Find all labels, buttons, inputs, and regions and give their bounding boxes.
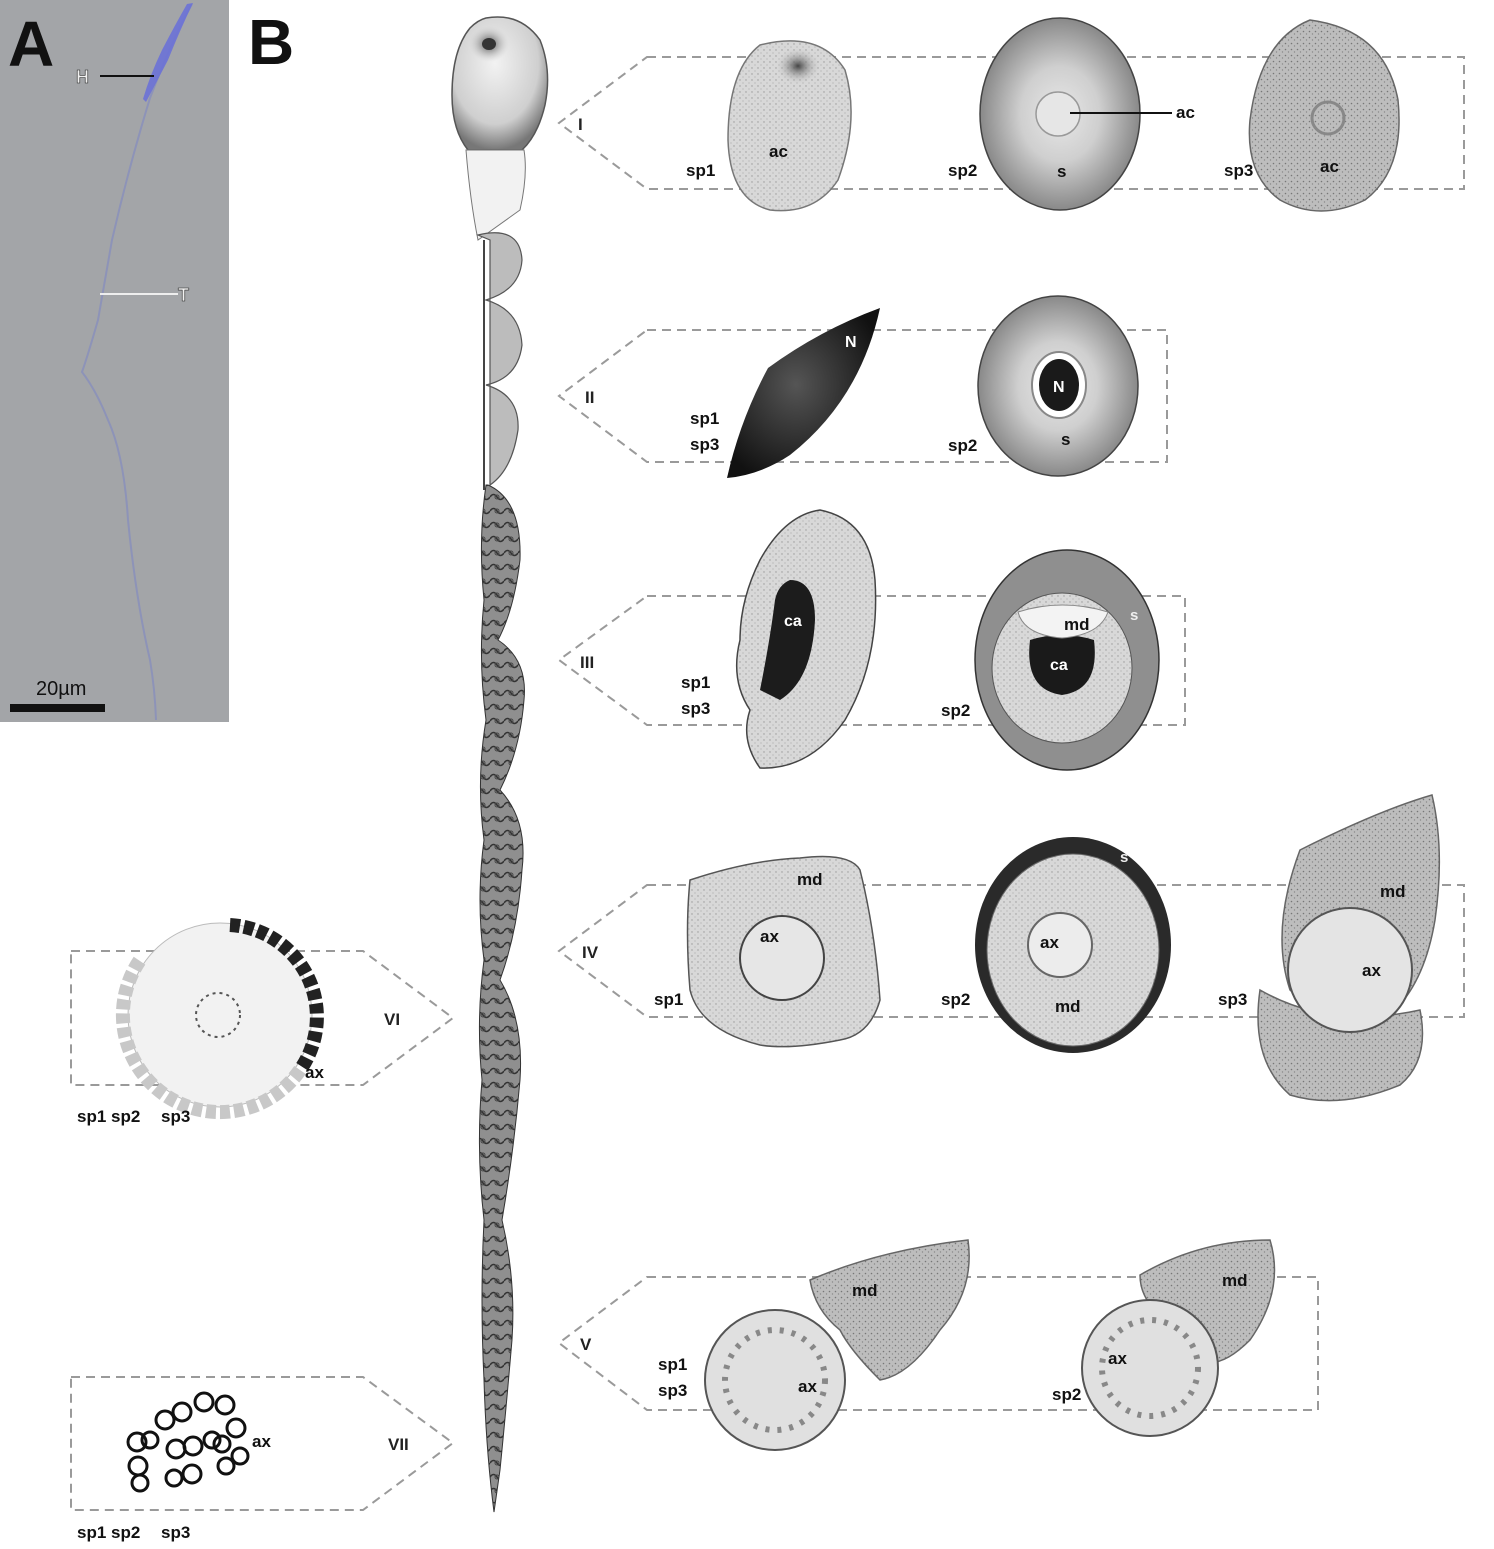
section-i-sp2-ac-label: ac	[1176, 103, 1195, 122]
head-label: H	[76, 67, 89, 87]
section-vii-sp1-sp2-label: sp1 sp2	[77, 1523, 140, 1542]
section-iii-sp2-mitochondria	[1017, 604, 1109, 639]
section-iv-sp2-label: sp2	[941, 990, 970, 1009]
section-iv-label: IV	[582, 943, 599, 962]
section-iv-sp1-label: sp1	[654, 990, 683, 1009]
tail-label: T	[178, 285, 189, 305]
section-i-sp2-s-label: s	[1057, 162, 1066, 181]
section-i-sp3-ac-label: ac	[1320, 157, 1339, 176]
section-vii-sp3-label: sp3	[161, 1523, 190, 1542]
micrograph-background	[0, 0, 229, 722]
panel-a-micrograph: A H T 20µm	[0, 0, 229, 722]
section-v-sp2-md-label: md	[1222, 1271, 1248, 1290]
section-ii-sp2-n-label: N	[1053, 379, 1065, 396]
section-vii-label: VII	[388, 1435, 409, 1454]
section-vi-central-pair	[195, 992, 241, 1038]
section-ii-sp1-label: sp1	[690, 409, 719, 428]
section-ii-sp1-nucleus	[727, 308, 880, 478]
section-v-sp1-md	[809, 1239, 970, 1381]
section-ii: II N sp1 sp3 N sp2 s	[557, 295, 1168, 478]
section-iv-sp1-ax-label: ax	[760, 927, 779, 946]
section-v-sp2-label: sp2	[1052, 1385, 1081, 1404]
section-i-sp2-label: sp2	[948, 161, 977, 180]
section-ii-sp2-label: sp2	[948, 436, 977, 455]
section-i-sp3-profile	[1248, 19, 1400, 212]
section-iii-sp3-label: sp3	[681, 699, 710, 718]
section-iv-sp1-axoneme	[739, 915, 825, 1001]
section-iv: IV md ax sp1 s ax sp2 md md sp3 ax	[557, 794, 1465, 1102]
section-iii-sp2-label: sp2	[941, 701, 970, 720]
section-iii-sp1-label: sp1	[681, 673, 710, 692]
section-v: V md sp1 sp3 ax md ax sp2	[557, 1239, 1319, 1451]
section-i-sp1-ac-label: ac	[769, 142, 788, 161]
section-ii-sp2-nucleus	[1039, 359, 1079, 411]
section-iii: III ca sp1 sp3 md s ca sp2	[557, 509, 1186, 771]
section-iv-sp3-ax-label: ax	[1362, 961, 1381, 980]
section-v-sp1-ax-label: ax	[798, 1377, 817, 1396]
section-v-sp1-doublets	[722, 1327, 828, 1433]
section-vi: VI ax sp1 sp2 sp3	[70, 918, 455, 1126]
section-iv-sp3-label: sp3	[1218, 990, 1247, 1009]
section-vi-frame	[70, 950, 455, 1086]
section-iii-frame	[557, 595, 1186, 726]
section-i-sp1-profile	[727, 40, 852, 212]
sperm-head-trace	[143, 3, 193, 102]
section-ii-sp2-s-label: s	[1061, 430, 1070, 449]
section-i-sp3-acrosome	[1310, 100, 1346, 136]
section-i-sp3-label: sp3	[1224, 161, 1253, 180]
section-i-sp1-acrosome	[776, 48, 820, 84]
section-iv-sp2-s-label: s	[1120, 849, 1128, 866]
section-vii: VII ax sp1 sp2 sp3	[70, 1376, 455, 1542]
section-vi-doublets-faint	[115, 956, 306, 1120]
section-ii-sp3-label: sp3	[690, 435, 719, 454]
section-iv-sp3-md-label: md	[1380, 882, 1406, 901]
section-vii-frame	[70, 1376, 455, 1511]
nucleus-base	[465, 149, 526, 241]
section-vi-doublets-dark	[229, 918, 324, 1075]
sperm-tail-trace	[80, 3, 193, 721]
scale-bar	[10, 704, 105, 712]
section-v-sp2-ax-label: ax	[1108, 1349, 1127, 1368]
section-iii-label: III	[580, 653, 594, 672]
section-vi-ax-label: ax	[305, 1063, 324, 1082]
section-v-sp1-label: sp1	[658, 1355, 687, 1374]
section-iii-sp1-canal	[760, 580, 815, 700]
section-i-label: I	[578, 115, 583, 134]
section-v-sp3-label: sp3	[658, 1381, 687, 1400]
panel-b-letter: B	[248, 6, 294, 78]
section-vii-ax-label: ax	[252, 1432, 271, 1451]
section-iii-sp1-ca-label: ca	[784, 613, 802, 630]
section-i-sp1-label: sp1	[686, 161, 715, 180]
section-iii-sp2-s-label: s	[1130, 607, 1138, 624]
section-iv-sp2-ax-label: ax	[1040, 933, 1059, 952]
section-iv-sp3-axoneme	[1287, 907, 1413, 1033]
sperm-drawing	[451, 16, 549, 1513]
midpiece-helix	[476, 232, 523, 487]
section-iv-sp2-md-label: md	[1055, 997, 1081, 1016]
acrosome-core	[482, 38, 496, 50]
section-vii-doublets	[126, 1391, 250, 1493]
section-ii-sp1-n-label: N	[845, 334, 857, 351]
section-v-sp2-doublets	[1099, 1317, 1201, 1419]
section-iv-sp1-md-label: md	[797, 870, 823, 889]
panel-a-letter: A	[8, 8, 54, 80]
section-i: I sp1 ac sp2 s ac sp3 ac	[557, 17, 1465, 212]
section-v-label: V	[580, 1335, 592, 1354]
scale-bar-label: 20µm	[36, 678, 86, 700]
section-v-sp1-md-label: md	[852, 1281, 878, 1300]
section-iii-sp2-canal	[1029, 635, 1095, 695]
section-ii-label: II	[585, 388, 594, 407]
section-vi-label: VI	[384, 1010, 400, 1029]
section-vi-sp1-sp2-label: sp1 sp2	[77, 1107, 140, 1126]
section-iv-sp2-axoneme	[1027, 912, 1093, 978]
section-vi-sp3-label: sp3	[161, 1107, 190, 1126]
section-iii-sp2-ca-label: ca	[1050, 657, 1068, 674]
section-iii-sp2-md-label: md	[1064, 615, 1090, 634]
flagellum	[478, 484, 525, 1513]
